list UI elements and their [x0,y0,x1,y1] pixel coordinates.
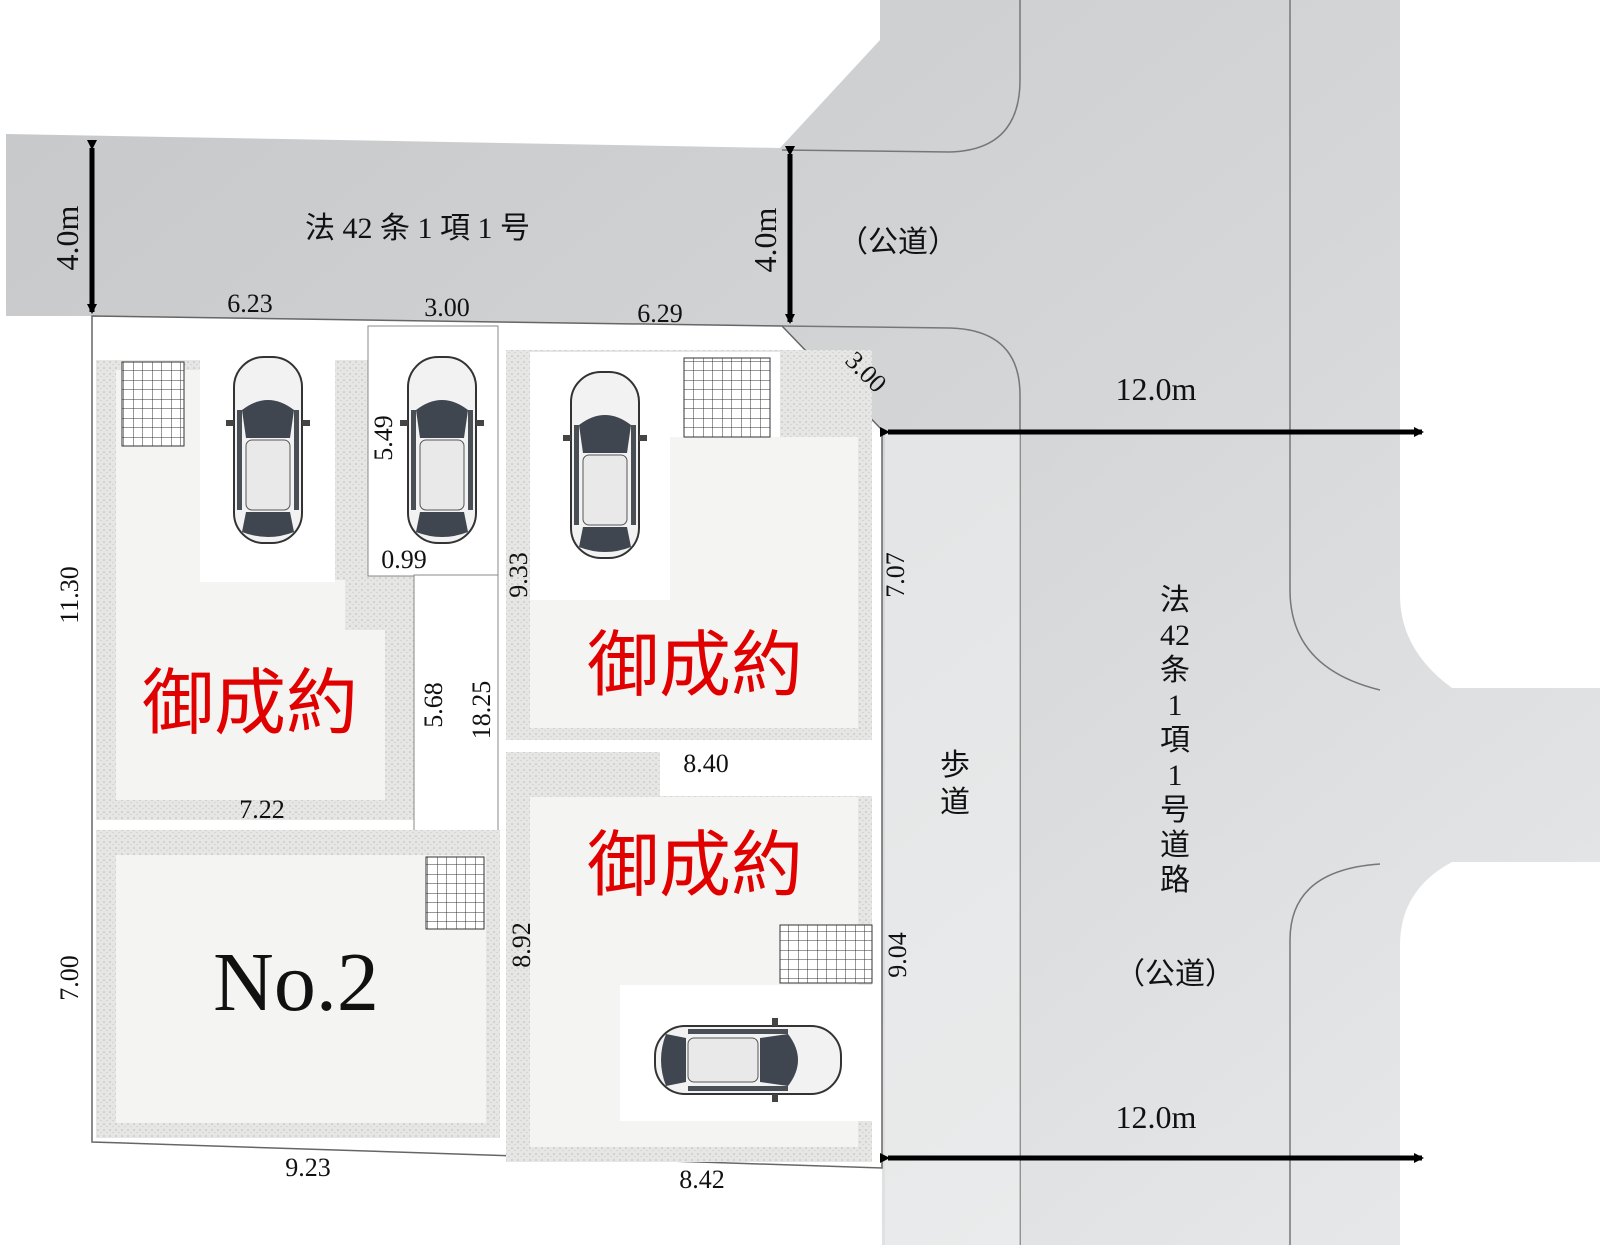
car-icon [562,371,648,559]
east-road-name-char: 法 [1160,584,1190,617]
curb-line-east-lower [1289,863,1381,1245]
lot3-grid-pad [683,357,771,438]
dim-lane-depth: 5.49 [369,415,398,461]
car-icon [399,356,485,544]
north-road-width: 4.0m [49,205,85,270]
east-road-name-char: 号 [1160,794,1190,827]
dim-left-lower: 7.00 [55,955,84,1001]
lot1-building [116,370,385,800]
lot4-entry-area [660,752,872,796]
dim-bottom-right: 8.42 [679,1165,725,1194]
dim-lot4-side: 8.92 [507,922,536,968]
north-road-type: （公道） [838,226,958,259]
dim-east-upper: 7.07 [881,552,910,598]
dim-bottom-left: 9.23 [285,1153,331,1182]
dim-lane-5-68: 5.68 [419,682,448,728]
curb-line-east-upper [1289,0,1381,691]
east-road-name-char: 道 [1160,829,1190,862]
east-road-type: （公道） [1115,958,1235,991]
curb-line-west [781,325,1021,1245]
lot2-building [116,855,486,1123]
east-road-name-char: 項 [1160,724,1190,757]
lot3-status: 御成約 [587,623,803,707]
corner-road-width: 4.0m [747,207,783,272]
east-road-width-bottom: 12.0m [1116,1099,1197,1135]
dim-top-left: 6.23 [227,289,273,318]
dim-lot1-width: 7.22 [239,795,285,824]
sidewalk-char: 歩 [940,749,970,782]
dim-east-lower: 9.04 [883,932,912,978]
east-road-name-char: 1 [1168,759,1183,792]
lot1-grid-pad [121,361,185,447]
north-road-name: 法 42 条 1 項 1 号 [305,212,530,245]
lot1-status: 御成約 [142,661,358,745]
dim-mid-right: 8.40 [683,749,729,778]
east-road-name-char: 条 [1160,654,1190,687]
lot2-grid-pad [425,856,485,930]
road-area [6,0,1600,1245]
lot4-grid-pad [779,924,873,984]
dim-lot3-side: 9.33 [504,552,533,598]
east-road-name-char: 1 [1168,689,1183,722]
sidewalk-char: 道 [940,786,970,819]
east-road-name-char: 路 [1160,864,1190,897]
lot4-status: 御成約 [587,823,803,907]
lot2-label: No.2 [213,936,379,1029]
dim-left-upper: 11.30 [55,566,84,624]
lane-strip [413,574,499,846]
curb-line-north [781,0,1021,153]
dim-lane-narrow: 0.99 [381,545,427,574]
lot3-building [530,437,858,728]
car-icon [654,1017,842,1103]
east-road-name: 法 42 条 1 項 1 号 道 路 [1160,584,1190,897]
dim-top-mid: 3.00 [424,293,470,322]
dim-lane-18-25: 18.25 [467,681,496,740]
east-road-name-char: 42 [1160,619,1190,652]
dim-top-right: 6.29 [637,299,683,328]
sidewalk-strip [885,430,1020,1245]
east-road-width-top: 12.0m [1116,371,1197,407]
car-icon [225,356,311,544]
